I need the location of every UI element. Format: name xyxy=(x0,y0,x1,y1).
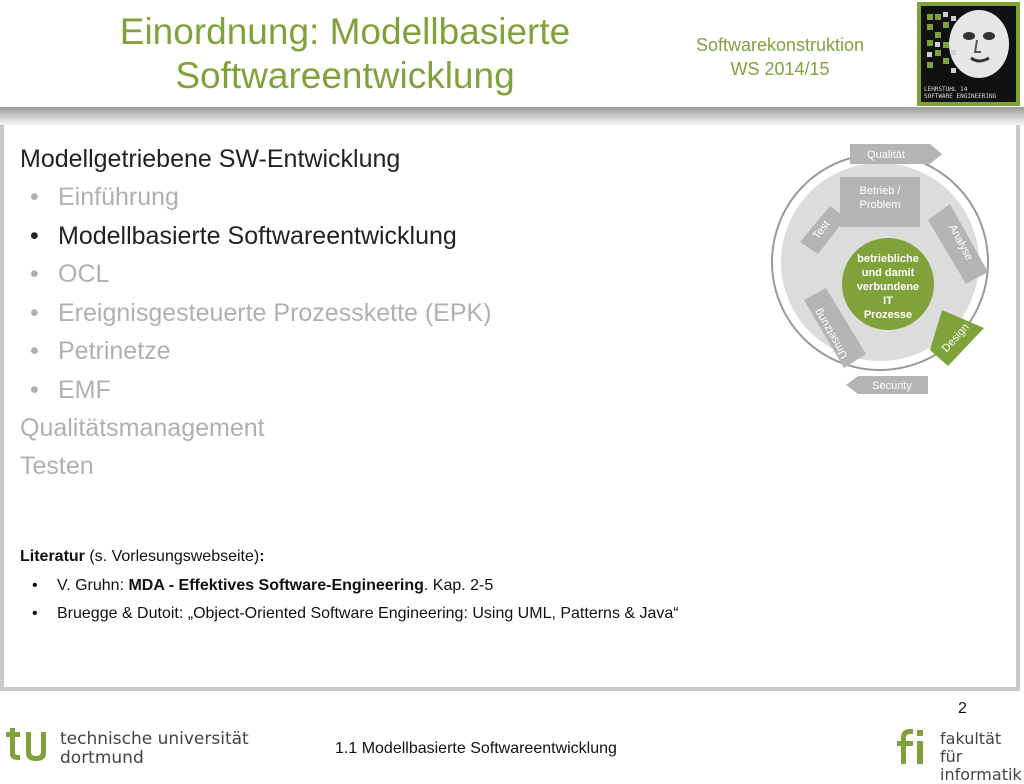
tu-name-line2: dortmund xyxy=(60,748,144,768)
faculty-name-line2: informatik xyxy=(940,765,1022,784)
face-mosaic-icon xyxy=(921,6,1016,86)
literature-heading: Literatur (s. Vorlesungswebseite): xyxy=(20,546,920,568)
ref1-author: V. Gruhn: xyxy=(57,577,129,594)
literature-item: Bruegge & Dutoit: „Object-Oriented Softw… xyxy=(32,600,920,628)
topic-item: Einführung xyxy=(30,178,760,217)
segment-betrieb-label1: Betrieb / xyxy=(860,185,902,197)
topic-item: EMF xyxy=(30,371,760,410)
center-circle xyxy=(842,238,934,330)
center-label2: und damit xyxy=(862,267,915,279)
topic-list: EinführungModellbasierte Softwareentwick… xyxy=(20,178,760,409)
quality-label: Qualität xyxy=(867,149,905,161)
logo-text-line2: SOFTWARE ENGINEERING xyxy=(924,93,997,100)
topic-item: Petrinetze xyxy=(30,332,760,371)
fi-logo-icon xyxy=(897,729,923,764)
topic-item: Ereignisgesteuerte Prozesskette (EPK) xyxy=(30,294,760,333)
tu-name: technische universität dortmund xyxy=(60,730,249,768)
process-cycle-diagram: Betrieb / Problem Qualität Analyse Desig… xyxy=(770,132,1002,404)
faculty-name: fakultät für informatik xyxy=(940,730,1024,784)
course-name: Softwarekonstruktion xyxy=(695,35,865,55)
center-label4: IT xyxy=(883,295,893,307)
topic-item: OCL xyxy=(30,255,760,294)
chair-logo-text: LEHRSTUHL 14 SOFTWARE ENGINEERING xyxy=(921,86,1016,100)
segment-betrieb xyxy=(840,177,920,227)
literature-list: V. Gruhn: MDA - Effektives Software-Engi… xyxy=(20,572,920,628)
center-label3: verbundene xyxy=(857,281,919,293)
design-arrow xyxy=(930,310,984,366)
chair-logo-image: LEHRSTUHL 14 SOFTWARE ENGINEERING xyxy=(921,6,1016,102)
literature-label: Literatur xyxy=(20,548,85,565)
ref1-chapters: . Kap. 2-5 xyxy=(423,577,494,594)
literature-colon: : xyxy=(259,548,265,565)
tu-name-line1: technische universität xyxy=(60,729,249,749)
analyse-arrow xyxy=(928,204,988,284)
literature-item: V. Gruhn: MDA - Effektives Software-Engi… xyxy=(32,572,920,600)
security-arrow xyxy=(846,376,928,394)
tu-logo-icon xyxy=(6,728,46,761)
ref2-text: Bruegge & Dutoit: „Object-Oriented Softw… xyxy=(57,605,679,622)
section-heading-qm: Qualitätsmanagement xyxy=(20,414,265,442)
literature-note: (s. Vorlesungswebseite) xyxy=(84,548,260,565)
literature-section: Literatur (s. Vorlesungswebseite): V. Gr… xyxy=(20,546,920,628)
center-label5: Prozesse xyxy=(864,309,912,321)
security-label: Security xyxy=(872,380,912,392)
header-divider xyxy=(0,107,1024,127)
segment-betrieb-label2: Problem xyxy=(860,199,901,211)
topic-item: Modellbasierte Softwareentwicklung xyxy=(30,217,760,256)
section-heading-mde: Modellgetriebene SW-Entwicklung xyxy=(20,145,401,173)
center-label1: betriebliche xyxy=(857,253,919,265)
logo-text-line1: LEHRSTUHL 14 xyxy=(924,86,968,93)
chair-logo: LEHRSTUHL 14 SOFTWARE ENGINEERING xyxy=(917,2,1020,106)
umsetzung-arrow xyxy=(804,288,866,368)
course-semester: WS 2014/15 xyxy=(730,59,830,79)
page-number: 2 xyxy=(958,700,967,717)
footer-chapter: 1.1 Modellbasierte Softwareentwicklung xyxy=(335,740,617,757)
quality-arrow xyxy=(850,144,942,164)
course-info: Softwarekonstruktion WS 2014/15 xyxy=(660,33,900,81)
ref1-title: MDA - Effektives Software-Engineering xyxy=(128,577,424,594)
page-title: Einordnung: Modellbasierte Softwareentwi… xyxy=(119,11,571,96)
faculty-name-line1: fakultät für xyxy=(940,729,1002,766)
section-heading-testing: Testen xyxy=(20,452,94,480)
test-arrow xyxy=(800,206,846,254)
topic-outline: Modellgetriebene SW-Entwicklung Einführu… xyxy=(20,140,760,485)
